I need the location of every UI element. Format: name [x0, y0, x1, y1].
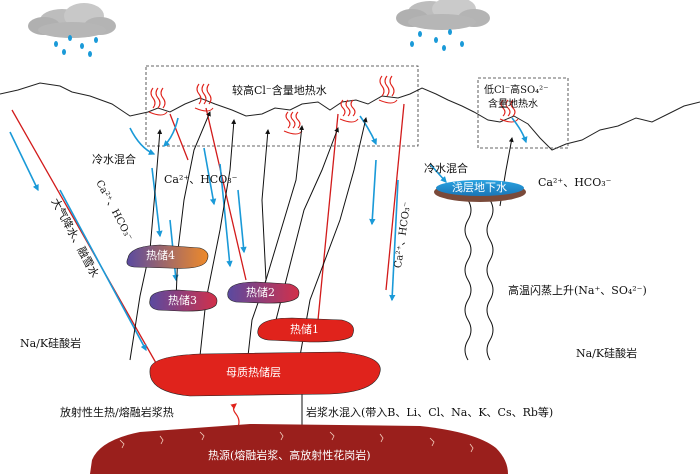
high-cl-box [145, 65, 419, 147]
cold-mix-right-label: 冷水混合 [424, 162, 468, 175]
na-k-right-label: Na/K硅酸岩 [576, 347, 638, 360]
low-cl-label-2: 含量地热水 [488, 99, 538, 110]
parent-reservoir [149, 351, 381, 397]
parent-reservoir-label: 母质热储层 [226, 366, 281, 379]
radiogenic-heat-label: 放射性生热/熔融岩浆热 [60, 406, 174, 419]
heat-source-cracks [119, 431, 474, 453]
reservoir-1 [257, 317, 354, 343]
ca-hco3-right-label: Ca²⁺、HCO₃⁻ [538, 176, 612, 189]
ca-hco3-top-label: Ca²⁺、HCO₃⁻ [164, 173, 238, 186]
heat-source-label: 热源(熔融岩浆、高放射性花岗岩) [208, 449, 371, 462]
reservoir-2 [227, 281, 300, 304]
shallow-groundwater-water [436, 180, 524, 196]
magma-mix-label: 岩浆水混入(带入B、Li、Cl、Na、K、Cs、Rb等) [306, 406, 554, 419]
flash-steam-arrow [463, 185, 494, 361]
cold-mix-left-label: 冷水混合 [92, 153, 136, 166]
hot-spring-icon [148, 75, 519, 135]
shallow-groundwater-label: 浅层地下水 [452, 181, 507, 194]
cloud-icon-left [28, 3, 116, 38]
reservoir-1-label: 热储1 [290, 323, 319, 336]
low-cl-label-1: 低Cl⁻高SO₄²⁻ [484, 85, 549, 96]
na-k-left-label: Na/K硅酸岩 [20, 337, 82, 350]
reservoir-3-label: 热储3 [168, 294, 197, 307]
high-cl-label: 较高Cl⁻含量地热水 [232, 84, 327, 97]
reservoir-2-label: 热储2 [246, 286, 275, 299]
cloud-icon-right [396, 0, 490, 30]
reservoir-4 [126, 244, 209, 269]
low-cl-box [477, 77, 569, 149]
reservoir-4-label: 热储4 [146, 249, 175, 262]
rain-drop-icon [54, 29, 464, 57]
ascending-path [129, 111, 514, 440]
terrain-surface [0, 82, 700, 151]
flow-arrow [9, 115, 528, 352]
flash-rise-label: 高温闪蒸上升(Na⁺、SO₄²⁻) [508, 284, 647, 297]
heat-source-body [90, 424, 508, 474]
reservoir-3 [149, 289, 218, 312]
